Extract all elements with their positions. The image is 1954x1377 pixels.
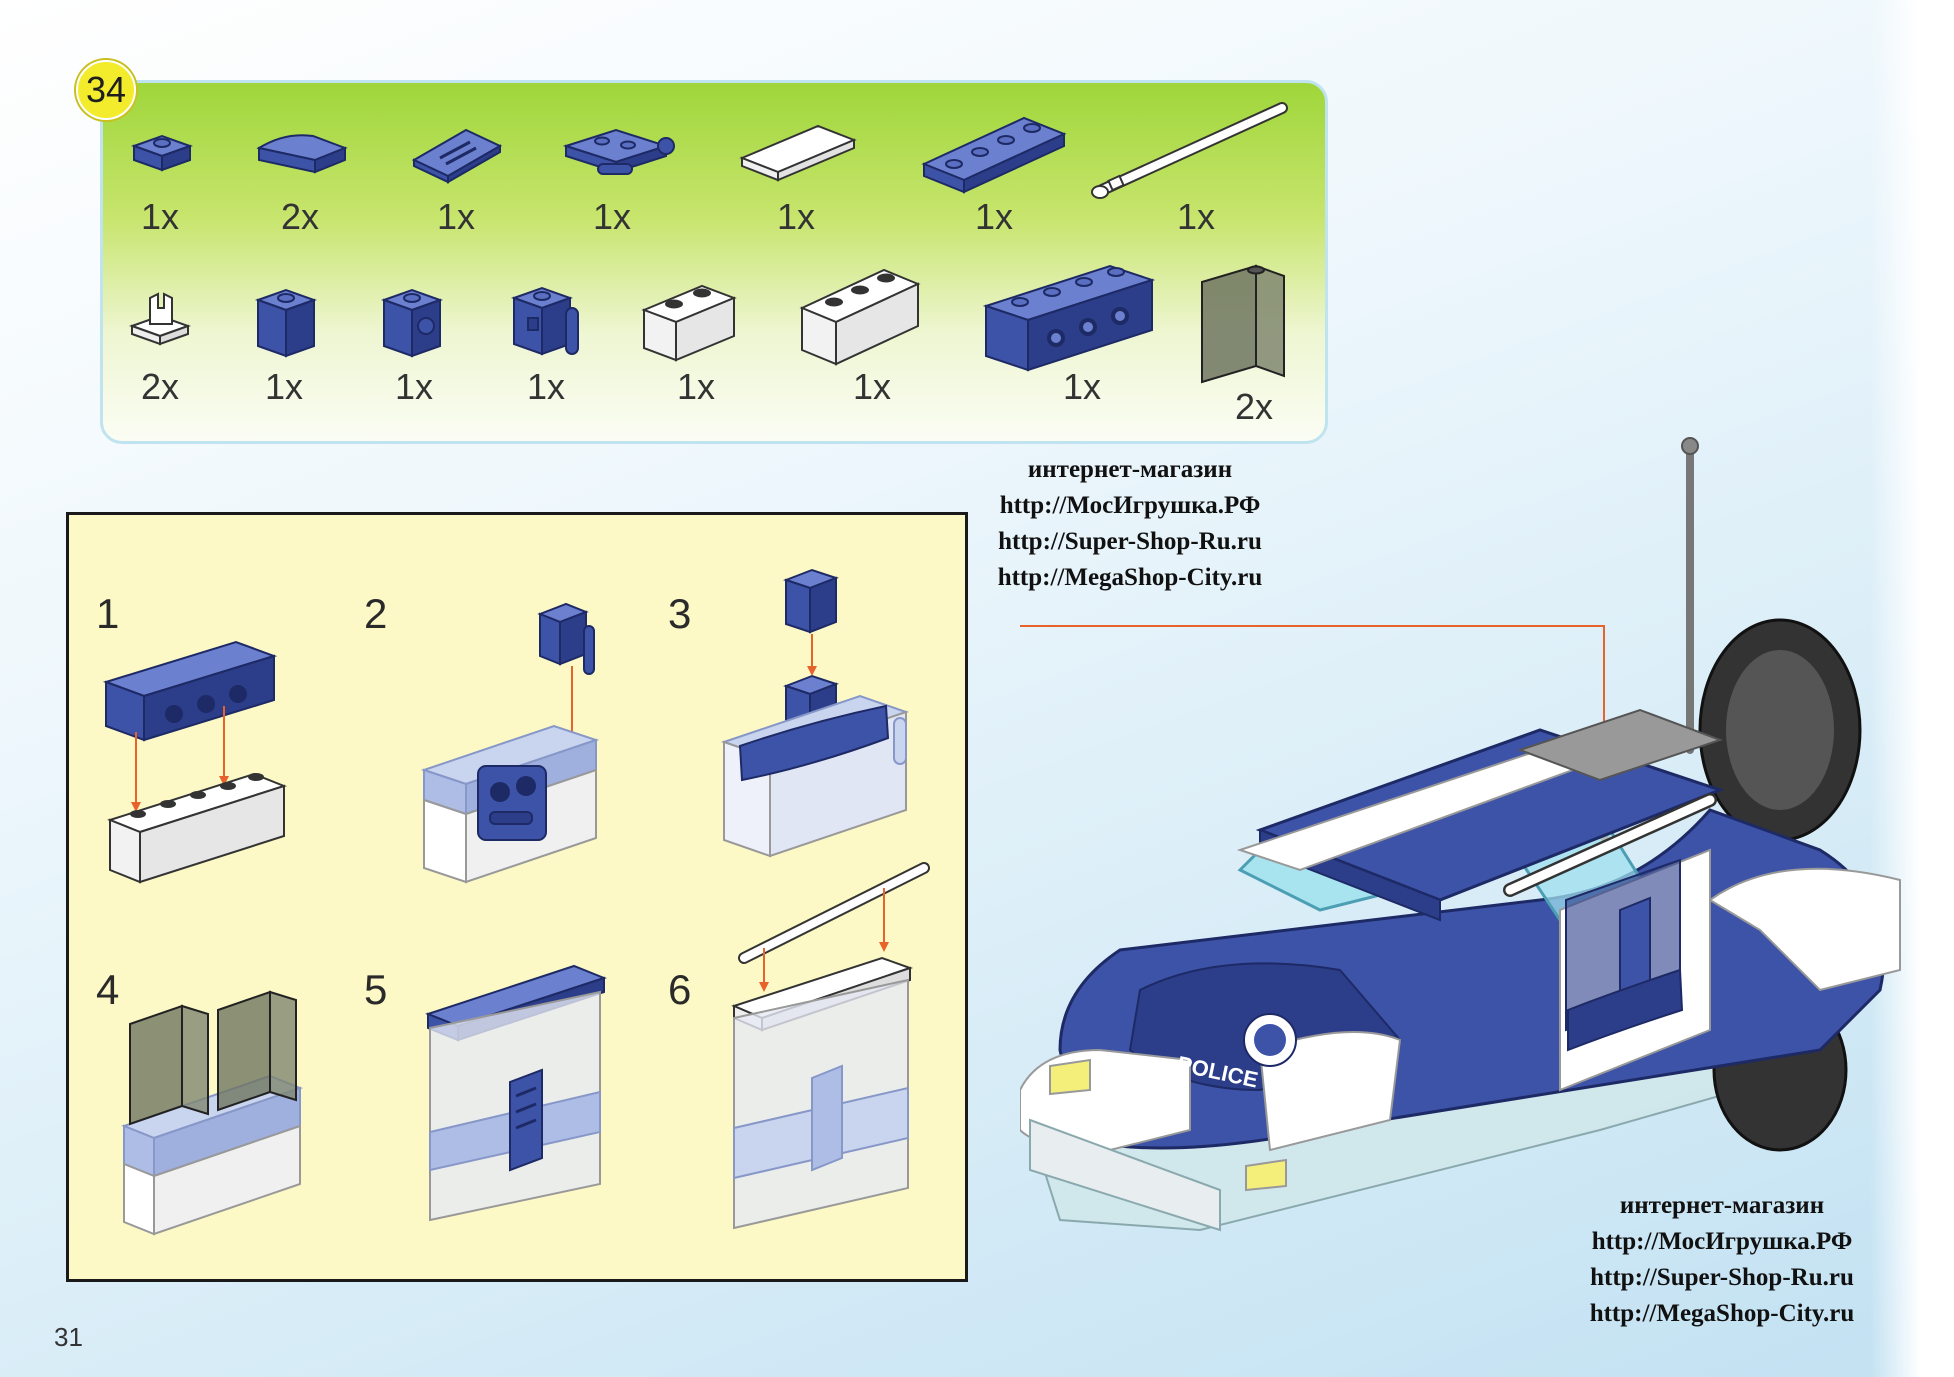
qty-row2-6: 1x <box>852 366 892 407</box>
page-number: 31 <box>54 1322 83 1352</box>
clip-plate-white <box>129 292 191 346</box>
panel-1x2x3-trans-black <box>1201 264 1285 384</box>
plate-1x1-blue <box>131 134 193 172</box>
brick-1x1-stud-side-blue <box>381 288 443 358</box>
curved-slope-blue <box>256 134 348 174</box>
police-car-illustration: POLICE <box>1020 437 1901 1232</box>
qty-row2-8: 2x <box>1234 386 1274 427</box>
qty-row1-6: 1x <box>974 196 1014 237</box>
shop-top-line3: http://Super-Shop-Ru.ru <box>998 528 1262 555</box>
shop-bottom-line4: http://MegaShop-City.ru <box>1589 1300 1855 1327</box>
substep-6-illustration <box>731 862 930 1230</box>
plate-1x4-blue <box>921 116 1067 194</box>
substep-3-number: 3 <box>668 590 692 637</box>
substep-5-number: 5 <box>364 966 388 1013</box>
bar-long-white <box>1091 102 1288 199</box>
qty-row1-7: 1x <box>1176 196 1216 237</box>
brick-1x3-white <box>799 268 921 366</box>
substep-2-illustration <box>420 602 600 884</box>
qty-row2-4: 1x <box>526 366 566 407</box>
qty-row2-7: 1x <box>1062 366 1102 407</box>
shop-bottom-line3: http://Super-Shop-Ru.ru <box>1590 1264 1854 1291</box>
substep-4-illustration <box>121 990 303 1236</box>
technic-brick-1x4-blue <box>982 264 1156 372</box>
shop-top-line4: http://MegaShop-City.ru <box>997 564 1263 591</box>
qty-row1-5: 1x <box>776 196 816 237</box>
qty-row2-1: 2x <box>140 366 180 407</box>
shop-top-line2: http://МосИгрушка.РФ <box>999 492 1261 519</box>
qty-row1-3: 1x <box>436 196 476 237</box>
brick-1x2-white <box>641 284 737 362</box>
plate-with-bar-holder-blue <box>562 128 675 175</box>
shop-watermark-bottom: интернет-магазин http://МосИгрушка.РФ ht… <box>1512 1188 1932 1332</box>
qty-row1-4: 1x <box>592 196 632 237</box>
qty-row2-5: 1x <box>676 366 716 407</box>
substep-3-illustration <box>720 568 910 858</box>
substep-1-illustration <box>102 640 287 884</box>
substep-1-number: 1 <box>96 590 120 637</box>
qty-row1-2: 2x <box>280 196 320 237</box>
brick-1x1-blue <box>255 288 317 358</box>
brick-1x1-handle-blue <box>511 286 579 356</box>
shop-top-line1: интернет-магазин <box>1027 456 1233 483</box>
qty-row2-3: 1x <box>394 366 434 407</box>
shop-watermark-top: интернет-магазин http://МосИгрушка.РФ ht… <box>920 452 1340 596</box>
substep-2-number: 2 <box>364 590 388 637</box>
qty-row1-1: 1x <box>140 196 180 237</box>
shop-bottom-line2: http://МосИгрушка.РФ <box>1591 1228 1853 1255</box>
tile-1x4-white <box>739 124 857 182</box>
substep-5-illustration <box>425 964 607 1222</box>
substep-4-number: 4 <box>96 966 120 1013</box>
shop-bottom-line1: интернет-магазин <box>1619 1192 1825 1219</box>
page-edge <box>1870 0 1954 1377</box>
grille-slope-blue <box>411 128 503 184</box>
qty-row2-2: 1x <box>264 366 304 407</box>
step-number-badge: 34 <box>76 60 136 120</box>
substep-6-number: 6 <box>668 966 692 1013</box>
